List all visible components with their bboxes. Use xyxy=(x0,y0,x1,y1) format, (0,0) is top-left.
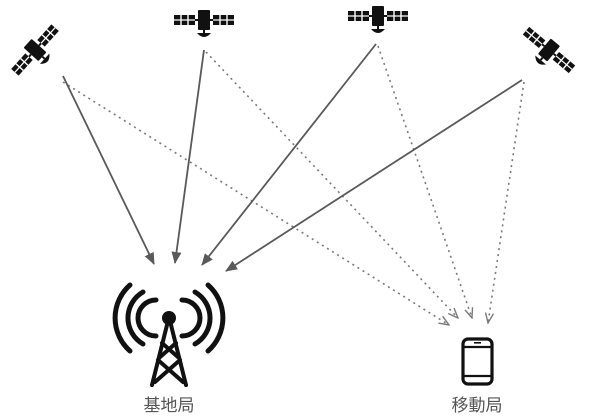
dotted-link-satellite-4 xyxy=(488,81,525,323)
solid-links xyxy=(62,43,523,272)
solid-link-satellite-4 xyxy=(225,79,523,272)
radio-tower-icon xyxy=(112,282,226,387)
mobile-station: 移動局 xyxy=(452,337,503,416)
dotted-link-satellite-3 xyxy=(377,45,472,318)
dotted-link-satellite-2 xyxy=(205,51,458,318)
smartphone-icon xyxy=(461,337,494,386)
base-station-label: 基地局 xyxy=(144,396,195,416)
satellite-4 xyxy=(514,22,580,84)
dotted-link-satellite-1 xyxy=(62,81,449,325)
solid-link-satellite-2 xyxy=(171,49,205,264)
satellite-icon xyxy=(173,9,235,38)
satellite-1 xyxy=(6,20,69,85)
satellite-3 xyxy=(347,5,409,34)
dotted-links xyxy=(62,45,525,325)
solid-link-satellite-1 xyxy=(62,75,155,265)
satellite-icon xyxy=(6,20,69,85)
satellite-icon xyxy=(347,5,409,34)
satellite-2 xyxy=(173,9,235,38)
mobile-station-label: 移動局 xyxy=(452,396,503,416)
base-station: 基地局 xyxy=(112,282,226,416)
solid-link-satellite-3 xyxy=(201,43,377,266)
satellite-icon xyxy=(514,22,580,84)
